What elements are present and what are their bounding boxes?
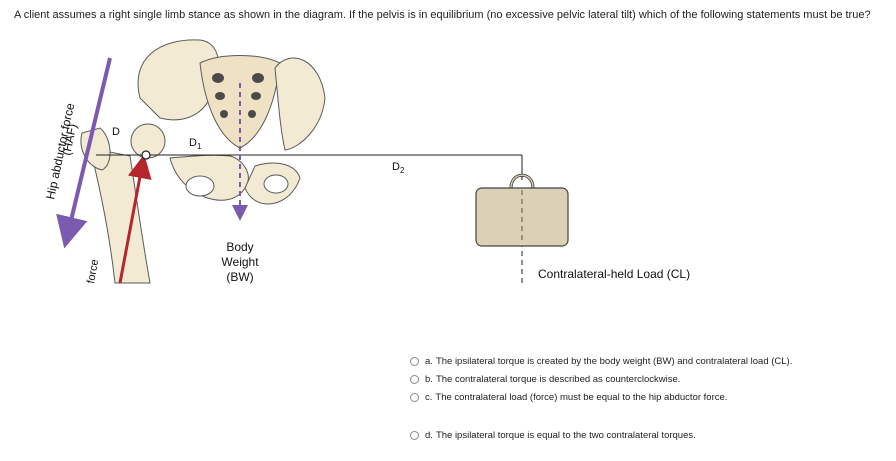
body-weight-label-line3: (BW) [226, 270, 253, 284]
option-a-radio[interactable] [410, 357, 419, 366]
hip-fulcrum-marker [141, 150, 151, 160]
option-c-radio[interactable] [410, 393, 419, 402]
option-a-letter: a. [425, 356, 433, 367]
body-weight-label-line2: Weight [221, 255, 259, 269]
body-weight-label-line1: Body [226, 240, 253, 254]
option-d[interactable]: d. The ipsilateral torque is equal to th… [410, 430, 696, 441]
option-d-letter: d. [425, 430, 433, 441]
option-c-letter: c. [425, 392, 433, 403]
joint-force-label: force [85, 258, 101, 284]
d1-label: D1 [189, 137, 202, 151]
option-b-radio[interactable] [410, 375, 419, 384]
question-text: A client assumes a right single limb sta… [14, 9, 871, 21]
joint-reaction-force-arrow [118, 154, 152, 284]
option-b-letter: b. [425, 374, 433, 385]
option-b-text: The contralateral torque is described as… [435, 374, 681, 385]
pelvis-illustration [80, 39, 326, 284]
option-a-text: The ipsilateral torque is created by the… [435, 356, 793, 367]
option-a[interactable]: a. The ipsilateral torque is created by … [410, 356, 792, 367]
option-c-text: The contralateral load (force) must be e… [435, 392, 728, 403]
d-label: D [112, 126, 120, 138]
option-c[interactable]: c. The contralateral load (force) must b… [410, 392, 727, 403]
hip-abductor-force-arrow [56, 57, 112, 249]
d2-label: D2 [392, 161, 405, 175]
option-d-text: The ipsilateral torque is equal to the t… [435, 430, 696, 441]
haf-abbrev-label: (HAF) [59, 122, 79, 156]
option-b[interactable]: b. The contralateral torque is described… [410, 374, 680, 385]
contralateral-load-label: Contralateral-held Load (CL) [538, 267, 690, 281]
contralateral-load-box [475, 173, 569, 247]
hip-equilibrium-diagram: Hip abductor force (HAF) D D1 D2 Body We… [43, 39, 690, 285]
option-d-radio[interactable] [410, 431, 419, 440]
